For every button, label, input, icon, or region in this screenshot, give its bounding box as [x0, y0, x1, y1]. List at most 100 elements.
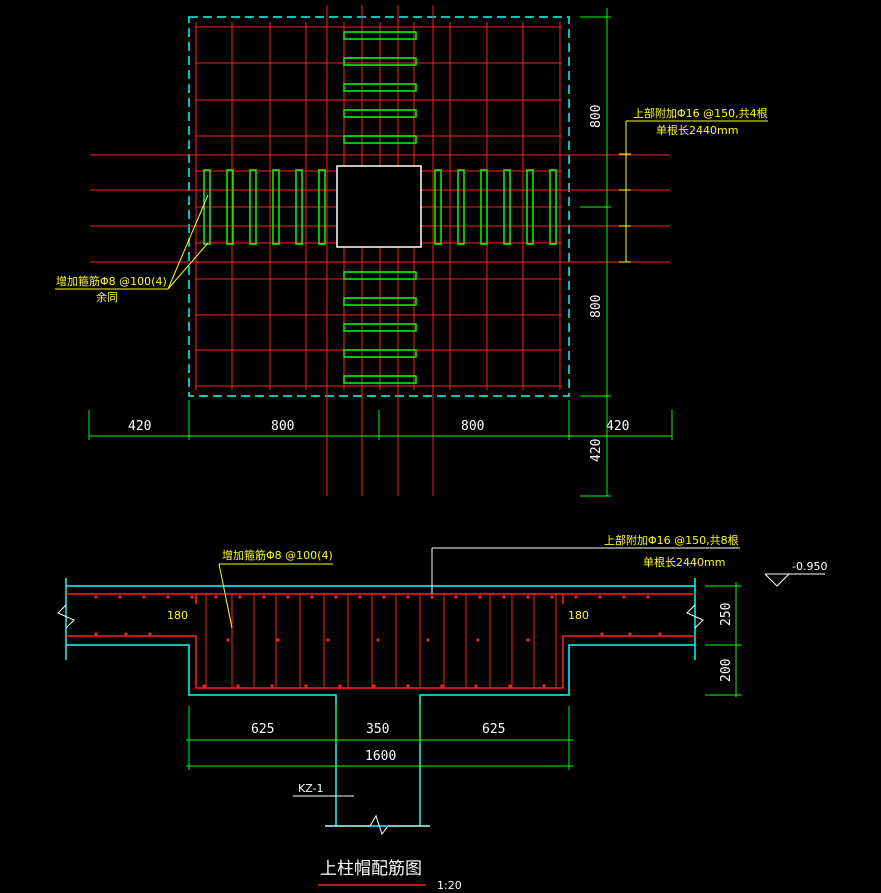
section-dim-right-2: 200 [719, 659, 734, 682]
section-rebar-dot-top [502, 595, 506, 599]
plan-stirrup-vertical-strip [343, 109, 417, 118]
plan-note-left-line2: 余同 [96, 290, 118, 304]
section-rebar-dot-inner [226, 638, 230, 642]
section-rebar-dot-top [166, 595, 170, 599]
section-rebar-dot-bottom [372, 684, 376, 688]
section-rebar-dot-inner [526, 638, 530, 642]
plan-dim-bottom-2: 800 [271, 419, 294, 434]
section-elevation: -0.950 [792, 560, 827, 573]
plan-stirrup-horizontal-strip [503, 169, 511, 245]
section-rebar-dot-top [94, 595, 98, 599]
section-rebar-dot-top [214, 595, 218, 599]
plan-stirrup-horizontal-strip [434, 169, 442, 245]
section-note-top-line1: 上部附加Φ16 @150,共8根 [604, 533, 739, 547]
section-column-label: KZ-1 [298, 782, 324, 795]
section-rebar-dot-top [118, 595, 122, 599]
section-rebar-dot-bottom [542, 684, 546, 688]
section-rebar-dot-inner [276, 638, 280, 642]
section-rebar-dot-top [238, 595, 242, 599]
section-rebar-dot-mid [600, 632, 604, 636]
plan-dim-right-1: 800 [589, 105, 604, 128]
section-rebar-dot-top [262, 595, 266, 599]
section-rebar-dot-top [454, 595, 458, 599]
section-rebar-dot-top [550, 595, 554, 599]
section-break-symbols [57, 604, 704, 836]
section-dim-bottom-1: 625 [251, 722, 274, 737]
section-rebar-dot-top [646, 595, 650, 599]
section-rebar-dot-bottom [440, 684, 444, 688]
section-note-top-line2: 单根长2440mm [643, 555, 725, 569]
section-dim-right [705, 582, 742, 697]
section-rebar-dot-bottom [270, 684, 274, 688]
section-rebar-dot-bottom [304, 684, 308, 688]
section-dim-right-1: 250 [719, 603, 734, 626]
section-rebar-dot-top [358, 595, 362, 599]
section-rebar-dot-bottom [406, 684, 410, 688]
plan-dim-right-3: 420 [589, 439, 604, 462]
section-rebar-dot-bottom [236, 684, 240, 688]
section-rebar-dot-inner [376, 638, 380, 642]
section-rebar-dots [94, 595, 662, 688]
section-cover-right: 180 [568, 609, 589, 622]
section-dim-bottom-3: 625 [482, 722, 505, 737]
section-rebar-dot-bottom [508, 684, 512, 688]
section-rebar-dot-mid [658, 632, 662, 636]
plan-stirrup-vertical-strip [343, 83, 417, 92]
section-rebar-dot-top [310, 595, 314, 599]
section-rebar-dot-top [286, 595, 290, 599]
plan-stirrup-horizontal-strip [457, 169, 465, 245]
section-rebar-dot-mid [628, 632, 632, 636]
section-rebar-dot-inner [326, 638, 330, 642]
plan-stirrup-horizontal-strip [272, 169, 280, 245]
plan-dim-bottom-1: 420 [128, 419, 151, 434]
section-cover-left: 180 [167, 609, 188, 622]
section-rebar-dot-top [622, 595, 626, 599]
plan-stirrup-vertical-strip [343, 271, 417, 280]
plan-stirrup-horizontal-strip [226, 169, 234, 245]
plan-slab-outline [188, 16, 570, 397]
plan-view: 420 800 800 420 800 800 420 上部附加Φ16 @150… [55, 5, 768, 497]
plan-dim-right-2: 800 [589, 295, 604, 318]
plan-stirrup-horizontal-strip [318, 169, 326, 245]
section-view: 180 180 增加箍筋Φ8 @100(4) 上部附加Φ16 @150,共8根 … [57, 533, 827, 836]
plan-dim-bottom-4: 420 [606, 419, 629, 434]
section-dim-total: 1600 [365, 749, 396, 764]
section-rebar-dot-top [598, 595, 602, 599]
section-rebar-dot-top [334, 595, 338, 599]
section-rebar-dot-top [142, 595, 146, 599]
plan-stirrup-vertical-strip [343, 57, 417, 66]
section-stirrups [205, 594, 557, 688]
section-dim-bottom-2: 350 [366, 722, 389, 737]
plan-dim-bottom [88, 400, 673, 440]
plan-dim-bottom-3: 800 [461, 419, 484, 434]
section-note-stirrup-leader [218, 563, 333, 629]
section-rebar-dot-top [190, 595, 194, 599]
plan-dim-right [580, 8, 611, 497]
section-rebar-dot-top [382, 595, 386, 599]
section-rebar-dot-mid [94, 632, 98, 636]
plan-stirrup-horizontal-strip [480, 169, 488, 245]
section-rebar-dot-bottom [338, 684, 342, 688]
section-concrete-outline [65, 578, 696, 827]
section-rebar-dot-mid [148, 632, 152, 636]
drawing-title: 上柱帽配筋图 [320, 859, 422, 879]
plan-stirrup-vertical-strip [343, 323, 417, 332]
section-main-rebar [66, 593, 695, 689]
plan-stirrup-horizontal-strip [526, 169, 534, 245]
section-rebar-dot-top [574, 595, 578, 599]
section-rebar-dot-bottom [202, 684, 206, 688]
plan-note-top-line1: 上部附加Φ16 @150,共4根 [633, 106, 768, 120]
section-rebar-dot-mid [124, 632, 128, 636]
plan-column [336, 165, 422, 248]
plan-note-left-leader [55, 194, 209, 290]
section-rebar-dot-top [478, 595, 482, 599]
plan-note-top-leader [619, 120, 768, 263]
section-rebar-dot-top [430, 595, 434, 599]
plan-note-top-line2: 单根长2440mm [656, 123, 738, 137]
plan-stirrup-vertical-strip [343, 349, 417, 358]
section-dim-bottom [186, 706, 573, 770]
plan-stirrup-vertical-strip [343, 297, 417, 306]
plan-note-left-line1: 增加箍筋Φ8 @100(4) [56, 274, 167, 288]
section-rebar-dot-inner [426, 638, 430, 642]
